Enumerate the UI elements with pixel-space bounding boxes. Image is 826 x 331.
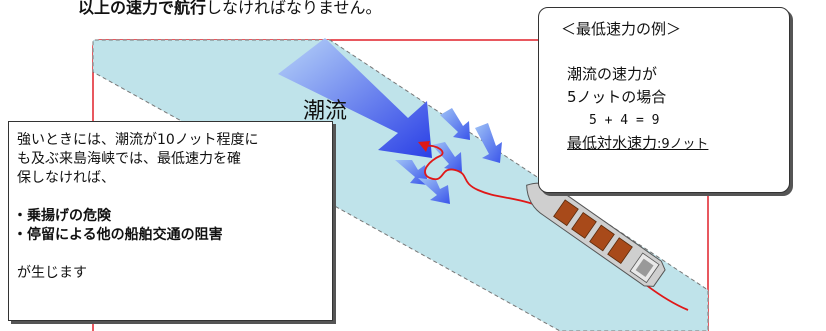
example-line: 5ノットの場合 — [567, 88, 667, 106]
danger-list: 乗揚げの危険 停留による他の船舶交通の阻害 — [17, 207, 324, 245]
result-label: 最低対水速力 — [567, 134, 658, 152]
explanation-text: 強いときには、潮流が10ノット程度に も及ぶ来島海峡では、最低速力を確 保しなけ… — [17, 132, 259, 186]
example-result: 最低対水速力:9ノット — [567, 132, 789, 156]
explanation-box: 強いときには、潮流が10ノット程度に も及ぶ来島海峡では、最低速力を確 保しなけ… — [8, 121, 333, 321]
current-arrow-icon — [440, 108, 470, 140]
current-arrow-icon — [418, 178, 450, 204]
track-arrowhead — [418, 141, 430, 152]
instruction-heading: 以上の速力で航行しなければなりません。 — [78, 0, 382, 18]
current-label: 潮流 — [303, 99, 348, 124]
danger-item: 停留による他の船舶交通の阻害 — [17, 226, 324, 245]
ship-icon — [526, 182, 666, 287]
current-arrow-icon — [475, 123, 502, 163]
example-title: ＜最低速力の例＞ — [561, 20, 682, 38]
example-line: 潮流の速力が — [567, 65, 658, 83]
danger-item: 乗揚げの危険 — [17, 207, 324, 226]
channel-band — [92, 39, 709, 331]
current-arrow-icon — [278, 38, 432, 158]
heading-normal: しなければなりません。 — [206, 0, 382, 17]
example-box: ＜最低速力の例＞ 潮流の速力が 5ノットの場合 5 + 4 = 9 最低対水速力… — [538, 7, 790, 193]
heading-bold: 以上の速力で航行 — [78, 0, 207, 17]
example-equation: 5 + 4 = 9 — [589, 113, 660, 128]
explanation-closing: が生じます — [17, 265, 87, 281]
result-value: :9ノット — [657, 137, 709, 152]
